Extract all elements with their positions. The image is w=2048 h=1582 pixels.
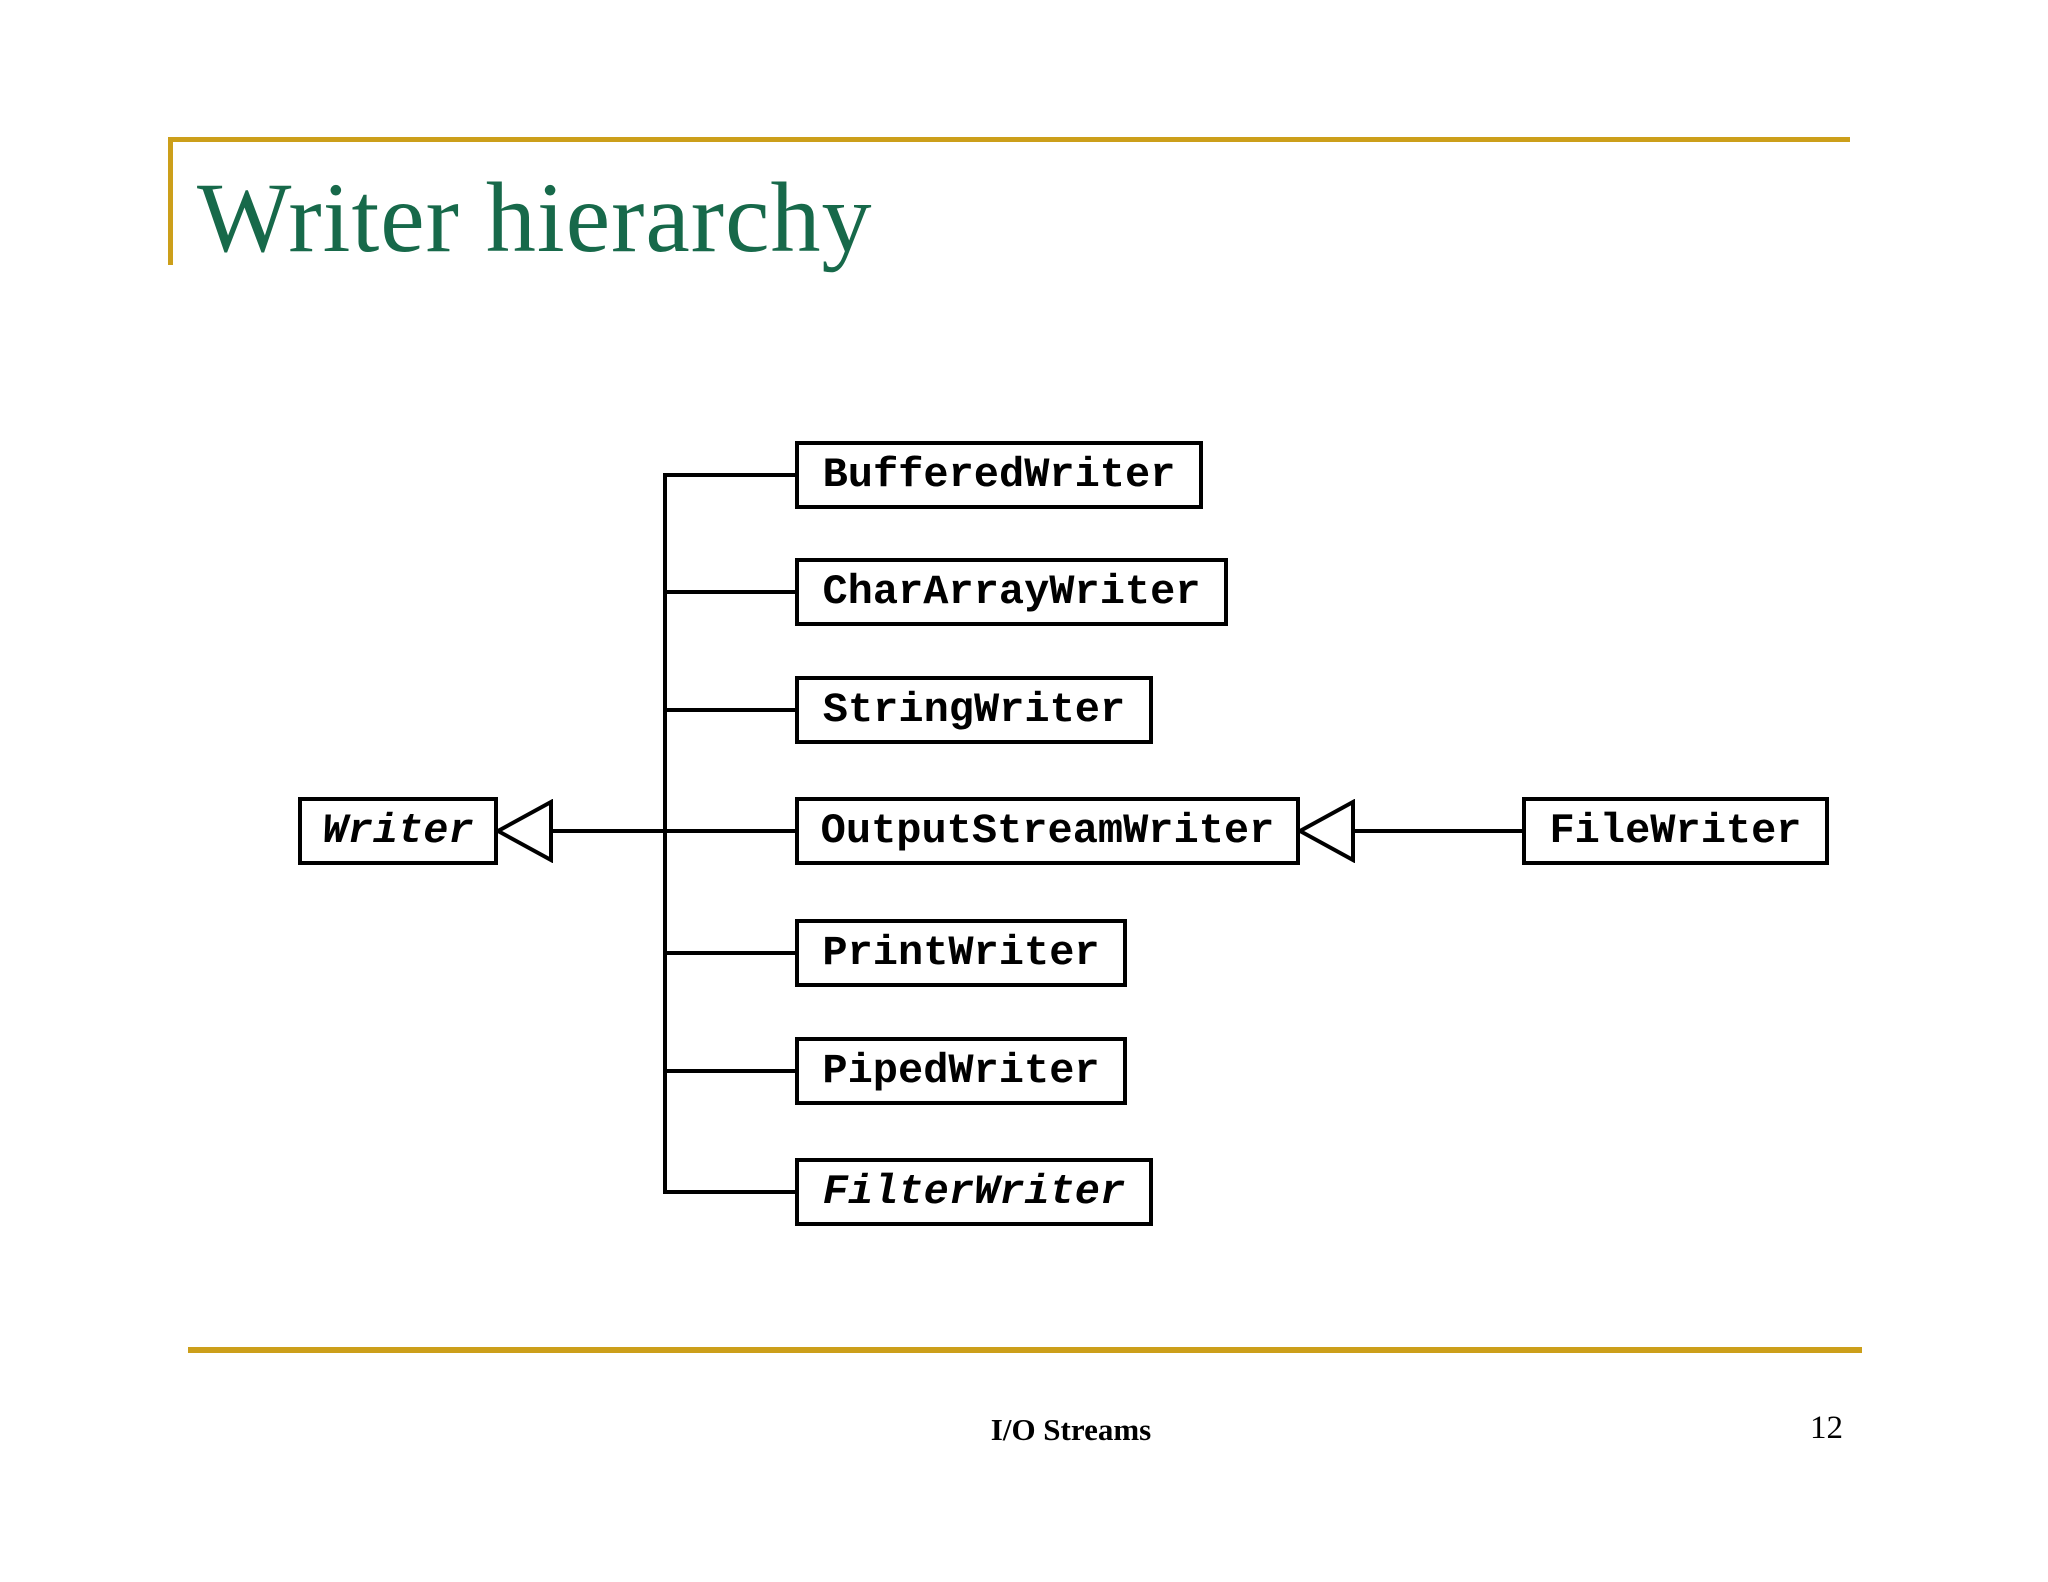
spine-line [663, 473, 667, 1194]
inheritance-arrow-icon [496, 799, 553, 863]
class-node-filterwriter: FilterWriter [795, 1158, 1153, 1226]
connector-printwriter [663, 951, 795, 955]
connector-bufferedwriter [663, 473, 795, 477]
page-number: 12 [1810, 1410, 1843, 1446]
connector-outputstreamwriter [551, 829, 795, 833]
inheritance-arrow-icon [1298, 799, 1355, 863]
class-node-chararraywriter: CharArrayWriter [795, 558, 1228, 626]
class-node-outputstreamwriter: OutputStreamWriter [795, 797, 1300, 865]
class-node-pipedwriter: PipedWriter [795, 1037, 1127, 1105]
connector-filterwriter [663, 1190, 795, 1194]
footer-rule [188, 1347, 1862, 1353]
title-left-accent-rule [168, 137, 173, 265]
connector-pipedwriter [663, 1069, 795, 1073]
footer-title: I/O Streams [990, 1412, 1152, 1447]
class-node-writer: Writer [298, 797, 498, 865]
class-node-stringwriter: StringWriter [795, 676, 1153, 744]
page-title: Writer hierarchy [197, 162, 873, 273]
connector-chararraywriter [663, 590, 795, 594]
connector-filewriter [1353, 829, 1522, 833]
class-node-bufferedwriter: BufferedWriter [795, 441, 1203, 509]
class-node-printwriter: PrintWriter [795, 919, 1127, 987]
title-top-rule [168, 137, 1850, 142]
class-node-filewriter: FileWriter [1522, 797, 1829, 865]
connector-stringwriter [663, 708, 795, 712]
